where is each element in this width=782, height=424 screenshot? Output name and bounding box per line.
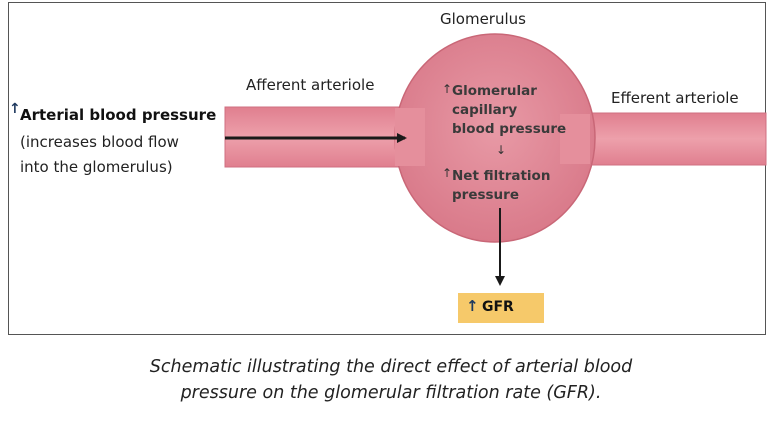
arterial-pressure-line1: (increases blood flow [20,133,179,151]
gfr-label: GFR [482,299,514,315]
diagram-frame [8,2,766,335]
net-filtration-up-arrow-icon: ↑ [442,166,453,180]
glomerular-pressure-line1: Glomerular [452,83,537,99]
efferent-joint [560,114,590,164]
gfr-box [458,293,544,323]
glomerular-pressure-line3: blood pressure [452,121,567,137]
small-down-arrow-icon: ↓ [496,143,507,157]
glomerular-pressure-line2: capillary [452,102,518,118]
afferent-arteriole-label: Afferent arteriole [246,76,375,94]
caption-line2: pressure on the glomerular filtration ra… [180,383,602,403]
arterial-pressure-title: Arterial blood pressure [20,106,217,124]
net-filtration-line1: Net filtration [452,168,551,184]
glomerular-up-arrow-icon: ↑ [442,82,453,96]
arterial-pressure-line2: into the glomerulus) [20,158,173,176]
glomerulus-label: Glomerulus [440,10,526,28]
figure-caption: Schematic illustrating the direct effect… [0,354,782,406]
net-filtration-line2: pressure [452,187,519,203]
arterial-up-arrow-icon: ↑ [9,101,21,117]
efferent-arteriole-label: Efferent arteriole [611,89,739,107]
caption-line1: Schematic illustrating the direct effect… [149,357,633,377]
gfr-up-arrow-icon: ↑ [466,297,479,315]
